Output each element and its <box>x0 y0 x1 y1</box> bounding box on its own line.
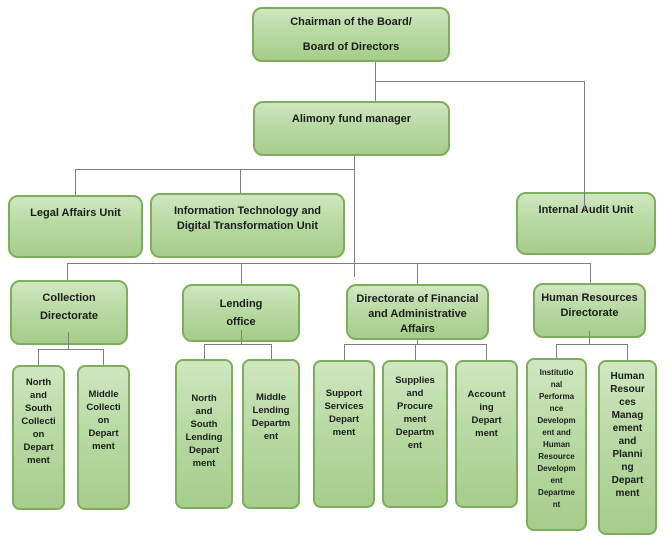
node-north-south-lending-dept-label: North and South Lending Depart ment <box>185 393 223 469</box>
connector-level4-horizontal <box>67 263 590 264</box>
node-internal-audit-unit-label: Internal Audit Unit <box>538 204 634 216</box>
connector-inst-dev-stub <box>556 344 557 358</box>
node-middle-collection-dept-label: Middle Collecti on Depart ment <box>86 389 121 452</box>
node-lending-office-label: Lending office <box>219 298 263 328</box>
node-collection-directorate: Collection Directorate <box>10 280 128 345</box>
node-alimony-fund-manager: Alimony fund manager <box>253 101 450 156</box>
node-it-digital-transformation-unit-label: Information Technology and Digital Trans… <box>173 205 322 232</box>
connector-financial-feeder <box>417 340 418 344</box>
node-supplies-procurement-dept-label: Supplies and Procure ment Departm ent <box>395 375 435 451</box>
connector-middle-collection-stub <box>103 349 104 365</box>
node-support-services-dept: Support Services Depart ment <box>313 360 375 508</box>
node-chairman: Chairman of the Board/ Board of Director… <box>252 7 450 62</box>
connector-audit-drop <box>584 81 585 212</box>
connector-support-stub <box>344 344 345 360</box>
node-hr-management-planning-dept-label: Human Resour ces Manag ement and Planni … <box>610 371 645 499</box>
node-collection-directorate-label: Collection Directorate <box>39 292 99 322</box>
node-hr-management-planning-dept: Human Resour ces Manag ement and Planni … <box>598 360 657 535</box>
node-institutional-performance-hr-development-dept: Institutio nal Performa nce Developm ent… <box>526 358 587 531</box>
connector-hr-children-horizontal <box>556 344 627 345</box>
connector-ns-collection-stub <box>38 349 39 365</box>
connector-legal-drop <box>75 169 76 195</box>
connector-supplies-stub <box>415 344 416 360</box>
connector-lending-children-horizontal <box>204 344 271 345</box>
node-accounting-dept: Account ing Depart ment <box>455 360 518 508</box>
node-financial-admin-directorate: Directorate of Financial and Administrat… <box>346 284 489 340</box>
node-north-south-lending-dept: North and South Lending Depart ment <box>175 359 233 509</box>
connector-accounting-stub <box>486 344 487 360</box>
node-north-south-collection-dept: North and South Collecti on Depart ment <box>12 365 65 510</box>
connector-level3-horizontal <box>75 169 355 170</box>
connector-collection-feeder <box>68 332 69 349</box>
connector-hr-mgmt-stub <box>627 344 628 360</box>
node-alimony-fund-manager-label: Alimony fund manager <box>291 113 412 125</box>
connector-hr-feeder <box>589 331 590 344</box>
node-middle-lending-dept-label: Middle Lending Departm ent <box>251 392 291 442</box>
node-support-services-dept-label: Support Services Depart ment <box>324 388 364 438</box>
connector-ns-lending-stub <box>204 344 205 359</box>
connector-financial-drop <box>417 263 418 284</box>
node-it-digital-transformation-unit: Information Technology and Digital Trans… <box>150 193 345 258</box>
node-hr-directorate-label: Human Resources Directorate <box>541 292 638 319</box>
node-north-south-collection-dept-label: North and South Collecti on Depart ment <box>21 377 56 466</box>
node-legal-affairs-unit: Legal Affairs Unit <box>8 195 143 258</box>
node-middle-lending-dept: Middle Lending Departm ent <box>242 359 300 509</box>
connector-lending-feeder <box>241 330 242 344</box>
connector-hr-drop <box>590 263 591 283</box>
node-institutional-performance-hr-development-dept-label: Institutio nal Performa nce Developm ent… <box>537 368 576 509</box>
connector-it-drop <box>240 169 241 193</box>
connector-alimony-feeder <box>354 156 355 277</box>
connector-middle-lending-stub <box>271 344 272 359</box>
node-chairman-label: Chairman of the Board/ Board of Director… <box>290 16 412 53</box>
node-accounting-dept-label: Account ing Depart ment <box>467 389 506 439</box>
node-financial-admin-directorate-label: Directorate of Financial and Administrat… <box>356 293 479 335</box>
connector-chairman-audit-horizontal <box>375 81 584 82</box>
node-middle-collection-dept: Middle Collecti on Depart ment <box>77 365 130 510</box>
connector-lending-drop <box>241 263 242 284</box>
node-hr-directorate: Human Resources Directorate <box>533 283 646 338</box>
node-supplies-procurement-dept: Supplies and Procure ment Departm ent <box>382 360 448 508</box>
node-legal-affairs-unit-label: Legal Affairs Unit <box>30 207 121 219</box>
connector-collection-children-horizontal <box>38 349 103 350</box>
connector-collection-drop <box>67 263 68 280</box>
node-internal-audit-unit: Internal Audit Unit <box>516 192 656 255</box>
